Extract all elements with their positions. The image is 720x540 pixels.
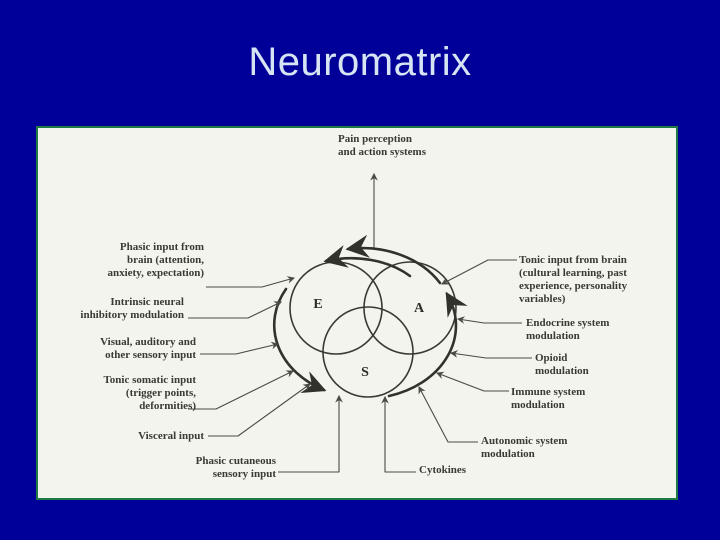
core-letter-e: E: [313, 297, 322, 312]
neuromatrix-diagram: E A S: [188, 172, 532, 473]
cycle-arrow-right-up: [387, 291, 468, 398]
cycle-arrow-top-inner: [323, 244, 412, 278]
label-autonomic-modulation: Autonomic system modulation: [481, 435, 568, 460]
leader-intrinsic-neural-modulation: [188, 301, 282, 319]
circle-s-neuromodule: [322, 306, 414, 398]
cycle-arrow-top-outer: [345, 234, 442, 285]
leader-visceral-input: [208, 383, 311, 437]
label-cytokines: Cytokines: [419, 464, 467, 476]
label-pain-perception: Pain perception and action systems: [338, 133, 427, 158]
neuromatrix-figure-panel: E A S Pain perception and action systems…: [36, 126, 678, 500]
leader-immune-modulation: [435, 371, 509, 392]
core-letter-a: A: [414, 301, 425, 316]
label-phasic-brain-input: Phasic input from brain (attention, anxi…: [107, 241, 204, 279]
slide-title: Neuromatrix: [248, 40, 472, 84]
label-phasic-cutaneous-input: Phasic cutaneous sensory input: [195, 455, 276, 480]
leader-visual-auditory-input: [200, 341, 280, 355]
leader-autonomic-modulation: [418, 386, 478, 443]
core-letter-s: S: [361, 365, 369, 380]
leader-phasic-cutaneous-input: [278, 394, 343, 473]
label-tonic-brain-input: Tonic input from brain (cultural learnin…: [519, 254, 628, 305]
label-visual-auditory-input: Visual, auditory and other sensory input: [100, 336, 196, 361]
label-endocrine-modulation: Endocrine system modulation: [526, 317, 610, 342]
leader-opioid-modulation: [449, 350, 532, 359]
label-tonic-somatic-input: Tonic somatic input (trigger points, def…: [103, 374, 196, 412]
leader-tonic-somatic-input: [188, 370, 294, 410]
label-intrinsic-neural-modulation: Intrinsic neural inhibitory modulation: [80, 296, 184, 321]
circle-e-neuromodule: [289, 261, 383, 355]
leader-phasic-brain-input: [206, 276, 296, 288]
label-visceral-input: Visceral input: [138, 430, 204, 442]
leader-tonic-brain-input: [441, 259, 517, 285]
leader-cytokines: [381, 395, 416, 473]
leader-endocrine-modulation: [456, 316, 522, 324]
label-opioid-modulation: Opioid modulation: [535, 352, 589, 377]
label-immune-modulation: Immune system modulation: [511, 386, 586, 411]
